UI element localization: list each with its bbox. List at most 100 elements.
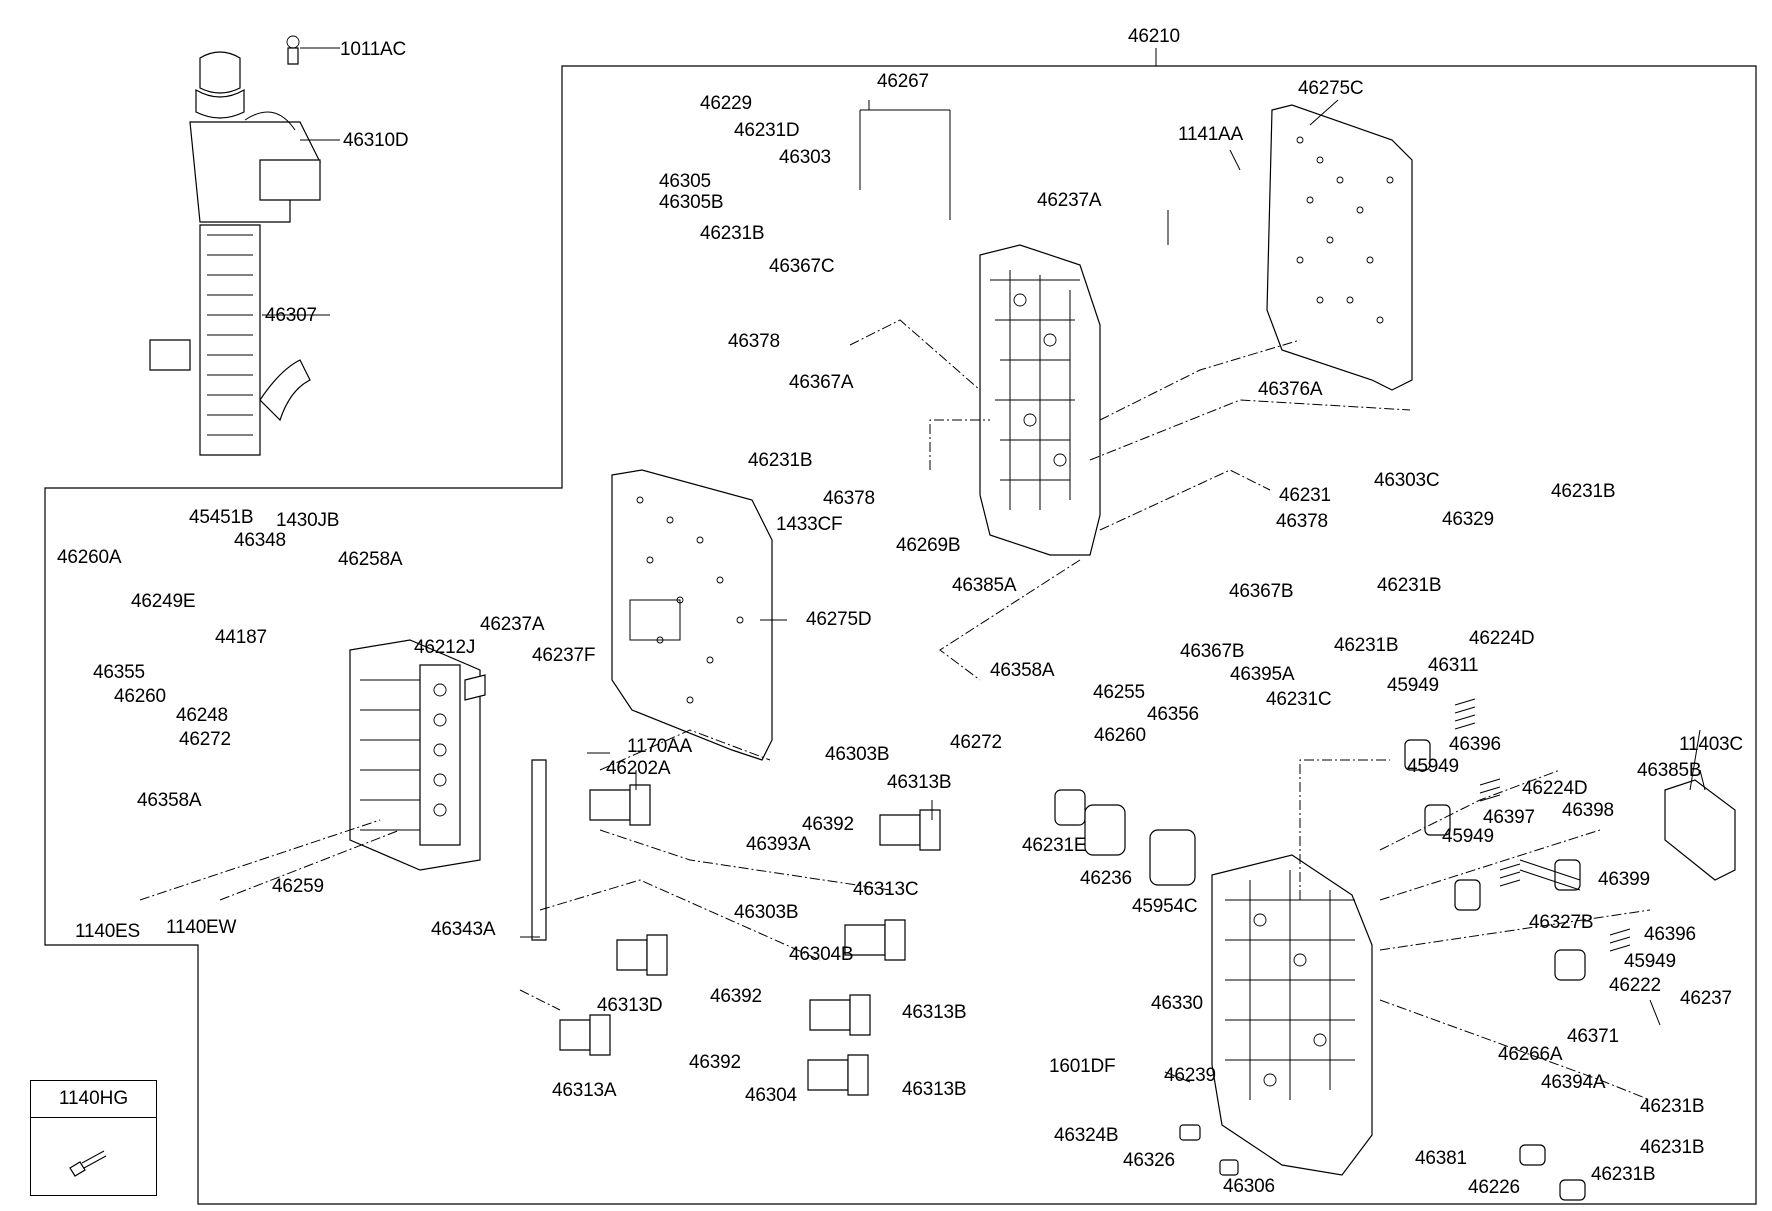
part-label: 46231D — [734, 120, 800, 141]
part-label: 46212J — [414, 637, 476, 658]
part-label: 46358A — [990, 660, 1055, 681]
part-label: 46393A — [746, 834, 811, 855]
part-label: 46307 — [265, 305, 317, 326]
part-label: 46231B — [748, 450, 813, 471]
part-label: 46392 — [802, 814, 854, 835]
part-label: 46237 — [1680, 988, 1732, 1009]
part-label: 46396 — [1449, 734, 1501, 755]
part-label: 46260 — [1094, 725, 1146, 746]
part-label: 11403C — [1679, 734, 1743, 755]
part-label: 46306 — [1223, 1176, 1275, 1197]
part-label: 46224D — [1469, 628, 1535, 649]
part-label: 46381 — [1415, 1148, 1467, 1169]
part-label: 46275C — [1298, 78, 1364, 99]
bracket — [1664, 779, 1736, 881]
part-label: 46324B — [1054, 1125, 1119, 1146]
leader-lines — [262, 47, 1706, 1083]
valve-parts — [1054, 698, 1631, 1201]
part-label: 46210 — [1128, 26, 1180, 47]
part-label: 1140EW — [166, 917, 237, 938]
part-label: 46356 — [1147, 704, 1199, 725]
part-label: 46398 — [1562, 800, 1614, 821]
part-label: 46313B — [887, 772, 952, 793]
part-label: 46231E — [1022, 835, 1087, 856]
upper-valve-body — [979, 244, 1101, 556]
part-label: 46399 — [1598, 869, 1650, 890]
part-label: 46304B — [789, 944, 854, 965]
part-label: 46313B — [902, 1002, 967, 1023]
part-label: 1601DF — [1049, 1056, 1116, 1077]
part-label: 46367B — [1229, 581, 1294, 602]
part-label: 46237A — [1037, 190, 1102, 211]
part-label: 46224D — [1522, 778, 1588, 799]
part-label: 46378 — [823, 488, 875, 509]
part-label: 46231B — [700, 223, 765, 244]
part-label: 46371 — [1567, 1026, 1619, 1047]
part-label: 46239 — [1164, 1065, 1216, 1086]
part-label: 46395A — [1230, 664, 1295, 685]
part-label: 1141AA — [1178, 124, 1244, 145]
part-label: 46303B — [734, 902, 799, 923]
wiring-harness — [149, 35, 321, 456]
lower-valve-body — [1211, 854, 1373, 1176]
part-label: 46313B — [902, 1079, 967, 1100]
part-label: 46385A — [952, 575, 1017, 596]
part-label: 46266A — [1498, 1044, 1563, 1065]
part-label: 46231B — [1591, 1164, 1656, 1185]
part-label: 46392 — [689, 1052, 741, 1073]
part-label: 46367A — [789, 372, 854, 393]
part-label: 46303B — [825, 744, 890, 765]
part-label: 46269B — [896, 535, 961, 556]
part-label: 45954C — [1132, 896, 1198, 917]
part-label: 45451B — [189, 507, 254, 528]
part-label: 46385B — [1637, 760, 1702, 781]
assembly-dashes — [139, 319, 1651, 1101]
part-label: 46358A — [137, 790, 202, 811]
part-label: 45949 — [1442, 826, 1494, 847]
part-label: 46330 — [1151, 993, 1203, 1014]
part-label: 46367B — [1180, 641, 1245, 662]
part-label: 46231 — [1279, 485, 1331, 506]
part-label: 46249E — [131, 591, 196, 612]
part-label: 46303 — [779, 147, 831, 168]
part-label: 46378 — [728, 331, 780, 352]
part-label: 46237F — [532, 645, 596, 666]
part-label: 46236 — [1080, 868, 1132, 889]
part-label: 46231B — [1640, 1137, 1705, 1158]
part-label: 46396 — [1644, 924, 1696, 945]
part-label: 46326 — [1123, 1150, 1175, 1171]
part-label: 45949 — [1407, 756, 1459, 777]
part-label: 46231B — [1551, 481, 1616, 502]
part-label: 46304 — [745, 1085, 797, 1106]
part-label: 46231C — [1266, 689, 1332, 710]
part-label: 45949 — [1387, 675, 1439, 696]
part-label: 46367C — [769, 256, 835, 277]
part-label: 46313A — [552, 1080, 617, 1101]
part-label: 46259 — [272, 876, 324, 897]
legend-box: 1140HG — [30, 1080, 157, 1196]
part-label: 1011AC — [340, 39, 407, 60]
part-label: 46313C — [853, 879, 919, 900]
separator-plate-d — [611, 469, 773, 761]
part-label: 46329 — [1442, 509, 1494, 530]
part-label: 46231B — [1640, 1096, 1705, 1117]
part-label: 45949 — [1624, 951, 1676, 972]
solenoid-body — [349, 639, 486, 871]
solenoid-valves — [559, 784, 941, 1096]
part-label: 46229 — [700, 93, 752, 114]
assembly-frame — [44, 65, 1757, 1205]
part-label: 46231B — [1334, 635, 1399, 656]
bolt-icon — [69, 1150, 107, 1177]
gasket-strip — [531, 759, 547, 941]
part-label: 46202A — [606, 758, 671, 779]
part-label: 46305B — [659, 192, 724, 213]
part-label: 46267 — [877, 71, 929, 92]
part-label: 46348 — [234, 530, 286, 551]
part-label: 46231B — [1377, 575, 1442, 596]
part-label: 46258A — [338, 549, 403, 570]
part-label: 46305 — [659, 171, 711, 192]
part-label: 46260A — [57, 547, 122, 568]
part-label: 46272 — [179, 729, 231, 750]
part-label: 46248 — [176, 705, 228, 726]
